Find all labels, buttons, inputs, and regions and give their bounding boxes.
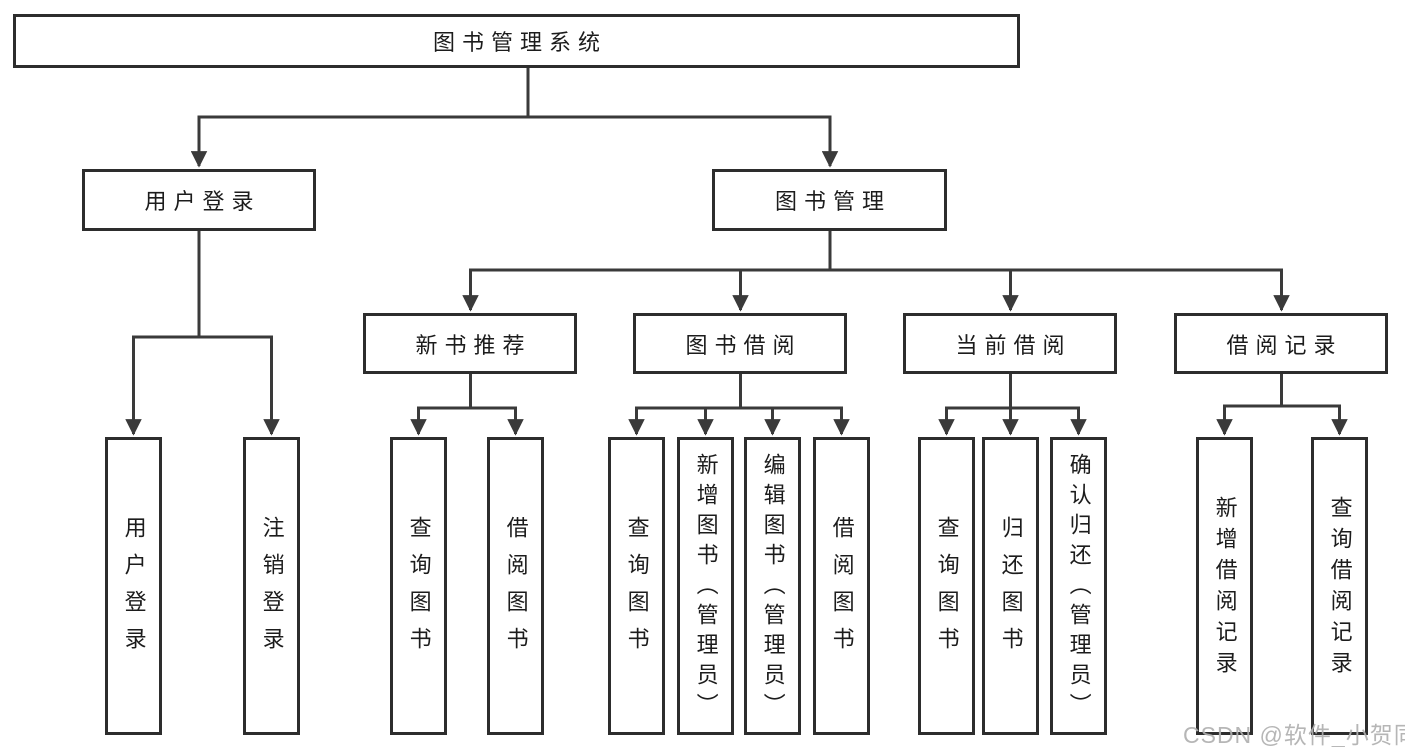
leaf-add-book-admin: 新增图书（管理员） (677, 437, 734, 735)
leaf-borrow-books: 借阅图书 (813, 437, 870, 735)
leaf-label: 查询借阅记录 (1327, 495, 1353, 682)
node-borrow-records: 借阅记录 (1174, 313, 1388, 374)
leaf-confirm-return-admin: 确认归还（管理员） (1050, 437, 1107, 735)
node-label: 图书管理 (774, 189, 891, 214)
leaf-borrow-books-recommend: 借阅图书 (487, 437, 544, 735)
leaf-logout: 注销登录 (243, 437, 300, 735)
node-label: 图书借阅 (685, 332, 802, 358)
node-user-login: 用户登录 (82, 169, 316, 231)
leaf-return-books: 归还图书 (982, 437, 1039, 735)
leaf-label: 查询图书 (406, 516, 432, 664)
leaf-label: 新增图书（管理员） (693, 453, 719, 723)
node-current-borrow: 当前借阅 (903, 313, 1117, 374)
node-label: 用户登录 (144, 189, 261, 214)
leaf-label: 注销登录 (259, 516, 285, 664)
node-new-book-recommend: 新书推荐 (363, 313, 577, 374)
leaf-query-books-recommend: 查询图书 (390, 437, 447, 735)
leaf-label: 借阅图书 (503, 516, 529, 664)
leaf-label: 编辑图书（管理员） (760, 453, 786, 723)
node-label: 新书推荐 (415, 332, 532, 358)
leaf-query-books-borrow: 查询图书 (608, 437, 665, 735)
node-book-borrow: 图书借阅 (633, 313, 847, 374)
leaf-query-books-current: 查询图书 (918, 437, 975, 735)
leaf-user-login: 用户登录 (105, 437, 162, 735)
leaf-add-borrow-record: 新增借阅记录 (1196, 437, 1253, 735)
csdn-watermark: CSDN @软件_小贺同学 (1183, 722, 1405, 747)
leaf-query-borrow-record: 查询借阅记录 (1311, 437, 1368, 735)
leaf-label: 查询图书 (934, 516, 960, 664)
node-label: 借阅记录 (1226, 332, 1343, 358)
node-label: 当前借阅 (955, 332, 1072, 358)
leaf-label: 归还图书 (998, 516, 1024, 664)
leaf-label: 新增借阅记录 (1212, 495, 1238, 682)
node-book-management: 图书管理 (712, 169, 947, 231)
leaf-edit-book-admin: 编辑图书（管理员） (744, 437, 801, 735)
leaf-label: 确认归还（管理员） (1066, 453, 1092, 723)
leaf-label: 借阅图书 (829, 516, 855, 664)
leaf-label: 用户登录 (121, 516, 147, 664)
node-label: 图书管理系统 (432, 30, 607, 55)
node-library-management-system: 图书管理系统 (13, 14, 1020, 68)
leaf-label: 查询图书 (624, 516, 650, 664)
